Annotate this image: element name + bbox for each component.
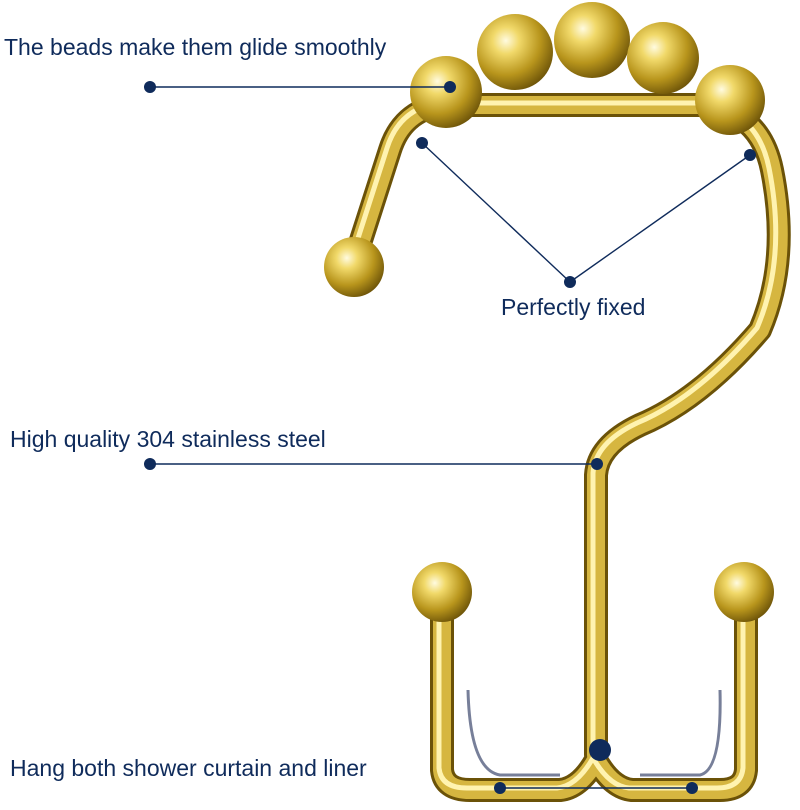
label-beads-glide: The beads make them glide smoothly (4, 34, 387, 60)
callout-dot (416, 137, 428, 149)
callout-dot (564, 276, 576, 288)
lower-right-end-ball (714, 562, 774, 622)
callout-dot (744, 149, 756, 161)
hook-inner-shadow (640, 689, 722, 777)
hook-rod (342, 93, 791, 802)
hook-end-ball (324, 237, 384, 297)
callout-dot (444, 81, 456, 93)
label-stainless-steel: High quality 304 stainless steel (10, 426, 326, 452)
label-perfectly-fixed: Perfectly fixed (501, 294, 646, 320)
callout-dots (144, 81, 756, 794)
lower-left-end-ball (412, 562, 472, 622)
callout-dot (144, 458, 156, 470)
roller-bead (554, 2, 630, 78)
callout-dot (591, 458, 603, 470)
roller-bead (627, 22, 699, 94)
roller-beads (410, 2, 765, 135)
callout-dot (494, 782, 506, 794)
hook-inner-shadow (466, 689, 560, 777)
callout-dot (144, 81, 156, 93)
roller-bead (410, 56, 482, 128)
roller-bead (477, 14, 553, 90)
label-hang-curtain-liner: Hang both shower curtain and liner (10, 755, 367, 781)
callout-dot-large (589, 739, 611, 761)
callout-dot (686, 782, 698, 794)
roller-bead (695, 65, 765, 135)
callout-lines (150, 86, 751, 789)
